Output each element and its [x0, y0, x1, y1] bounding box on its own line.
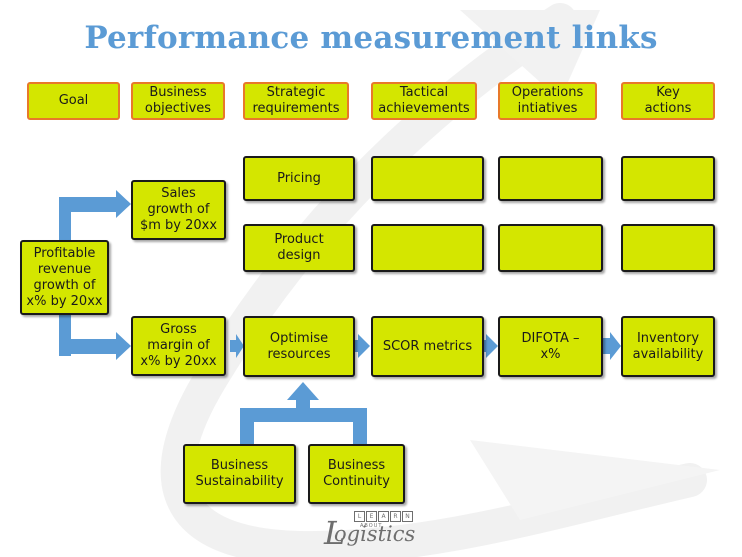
- branch-horizontal-up: [59, 197, 117, 212]
- arrow-gross-to-optimise: [230, 334, 244, 358]
- objective-gross-box: Gross margin of x% by 20xx: [131, 316, 226, 376]
- operations-empty-2: [498, 224, 603, 272]
- support-center-stem: [296, 398, 310, 412]
- operations-difota-box: DIFOTA – x%: [498, 316, 603, 377]
- actions-empty-1: [621, 156, 715, 201]
- support-arrow-head: [287, 382, 319, 400]
- strategic-pricing-box: Pricing: [243, 156, 355, 201]
- page-title: Performance measurement links: [84, 20, 658, 56]
- logo-tile-l: L: [354, 511, 365, 522]
- actions-inventory-box: Inventory availability: [621, 316, 715, 377]
- tactical-scor-box: SCOR metrics: [371, 316, 484, 377]
- arrow-scor-to-difota: [480, 334, 498, 358]
- branch-horizontal-down: [59, 339, 117, 354]
- tactical-empty-2: [371, 224, 484, 272]
- objective-sales-box: Sales growth of $m by 20xx: [131, 180, 226, 240]
- header-goal: Goal: [27, 82, 120, 120]
- strategic-product-design-box: Product design: [243, 224, 355, 272]
- header-tactical-achievements: Tactical achievements: [371, 82, 477, 120]
- logo-word: ogistics: [334, 522, 416, 546]
- arrow-head-to-sales: [116, 190, 131, 218]
- strategic-optimise-box: Optimise resources: [243, 316, 355, 377]
- learn-about-logistics-logo: L E A R N ABOUT L ogistics: [322, 508, 422, 552]
- arrow-optimise-to-scor: [352, 334, 370, 358]
- tactical-empty-1: [371, 156, 484, 201]
- header-operations-initiatives: Operations intiatives: [498, 82, 597, 120]
- support-crossbar: [240, 408, 367, 422]
- logo-tile-e: E: [366, 511, 377, 522]
- actions-empty-2: [621, 224, 715, 272]
- logo-tile-a: A: [378, 511, 389, 522]
- arrow-difota-to-inventory: [600, 332, 621, 360]
- logo-tile-n: N: [402, 511, 413, 522]
- arrow-head-to-gross: [116, 332, 131, 360]
- business-continuity-box: Business Continuity: [308, 444, 405, 504]
- logo-letter-tiles: L E A R N: [354, 511, 413, 522]
- logo-tile-r: R: [390, 511, 401, 522]
- goal-box: Profitable revenue growth of x% by 20xx: [20, 240, 109, 315]
- business-sustainability-box: Business Sustainability: [183, 444, 296, 504]
- logo-about-text: ABOUT: [360, 523, 383, 529]
- operations-empty-1: [498, 156, 603, 201]
- header-strategic-requirements: Strategic requirements: [243, 82, 349, 120]
- logo-initial: L: [324, 514, 346, 552]
- header-key-actions: Key actions: [621, 82, 715, 120]
- header-business-objectives: Business objectives: [131, 82, 225, 120]
